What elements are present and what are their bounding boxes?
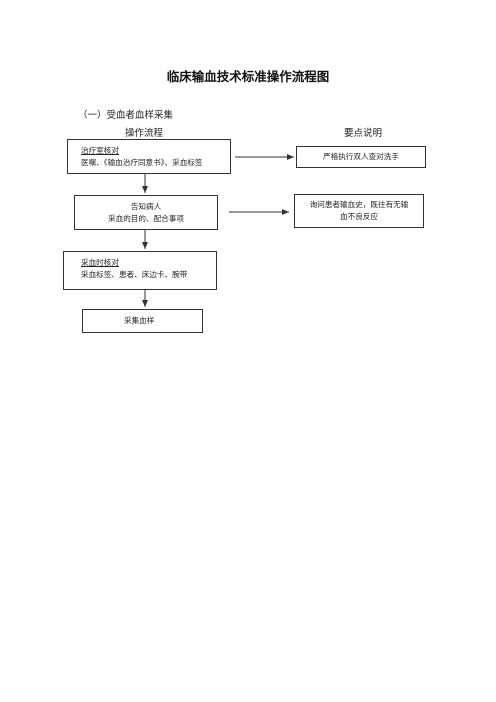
page-title: 临床输血技术标准操作流程图 <box>166 69 330 84</box>
flow-step-detail: 采血的目的、配合事项 <box>108 214 184 223</box>
flow-step-collect-sample: 采集血样 <box>82 309 203 333</box>
note-transfusion-history: 询问患者输血史，既往有无输 血不良反应 <box>294 194 424 228</box>
column-header-notes: 要点说明 <box>344 128 383 139</box>
flow-step-detail: 医嘱、《输血治疗同意书》、采血标签 <box>81 158 203 167</box>
column-header-procedure: 操作流程 <box>125 128 164 139</box>
flow-step-heading: 采血时核对 <box>81 258 119 267</box>
note-text-line2: 血不良反应 <box>340 212 378 221</box>
flow-step-label: 采集血样 <box>124 316 155 325</box>
note-text-line1: 询问患者输血史，既往有无输 <box>309 200 409 209</box>
flow-step-bedside-check: 采血时核对 采血标签、患者、床边卡、腕带 <box>63 251 217 290</box>
note-double-check: 严格执行双人查对洗手 <box>296 146 426 168</box>
section-heading: （一）受血者血样采集 <box>78 110 174 121</box>
flow-step-inform-patient: 告知病人 采血的目的、配合事项 <box>74 195 218 230</box>
flow-step-heading: 告知病人 <box>130 202 162 211</box>
flow-step-detail: 采血标签、患者、床边卡、腕带 <box>81 270 188 279</box>
flow-step-heading: 治疗室核对 <box>81 146 119 155</box>
note-text: 严格执行双人查对洗手 <box>323 152 399 161</box>
flow-step-treatment-room-check: 治疗室核对 医嘱、《输血治疗同意书》、采血标签 <box>67 139 231 174</box>
